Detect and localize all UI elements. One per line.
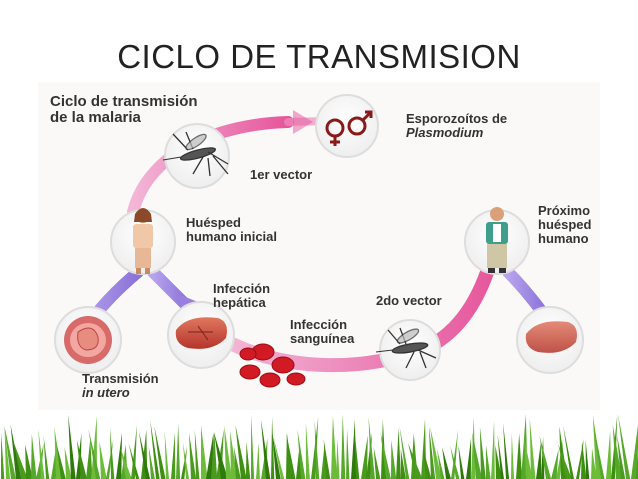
label-host: Huésped humano inicial [186,216,277,244]
malaria-cycle-diagram: Ciclo de transmisión de la malaria Espor… [38,82,600,410]
sporozoite-circle [315,94,379,158]
next-host-line1: Próximo [538,203,591,218]
host-line1: Huésped [186,215,241,230]
label-liver-infection: Infección hepática [213,282,270,310]
fetus-icon [64,316,112,364]
label-sporozoites: Esporozoítos de Plasmodium [406,112,507,140]
liver-line1: Infección [213,281,271,296]
next-host-line2: huésped [538,217,592,232]
liver-line2: hepática [213,295,266,310]
label-blood-infection: Infección sanguínea [290,318,354,346]
woman-icon [133,208,153,274]
utero-line1: Transmisión [82,371,159,386]
arrow-head [293,110,313,134]
label-utero: Transmisión in utero [82,372,159,400]
grass-decoration [1,414,638,479]
blood-line1: Infección [290,317,348,332]
utero-line2: in utero [82,385,130,400]
label-vector1: 1er vector [250,168,312,182]
mosquito-icon [162,131,229,177]
heading-line2: de la malaria [50,109,141,126]
liver-icon [175,317,227,349]
sporozoites-line1: Esporozoítos de [406,111,508,126]
liver2-icon [525,321,577,353]
diagram-heading: Ciclo de transmisión de la malaria [50,94,198,126]
vector2-text: 2do vector [376,293,442,308]
host-line2: humano inicial [186,229,278,244]
label-next-host: Próximo huésped humano [538,204,591,246]
gender-symbols-icon [325,110,373,146]
mosquito2-icon [375,327,437,369]
heading-line1: Ciclo de transmisión [50,93,198,110]
sporozoites-line2: Plasmodium [406,125,484,140]
label-vector2: 2do vector [376,294,442,308]
diagram-graphics [54,94,584,388]
blood-line2: sanguínea [290,331,355,346]
slide-title: CICLO DE TRANSMISION [117,38,521,75]
man-icon [486,207,508,273]
next-host-line3: humano [538,231,589,246]
red-blood-cells-icon [239,343,306,388]
vector1-text: 1er vector [250,167,313,182]
